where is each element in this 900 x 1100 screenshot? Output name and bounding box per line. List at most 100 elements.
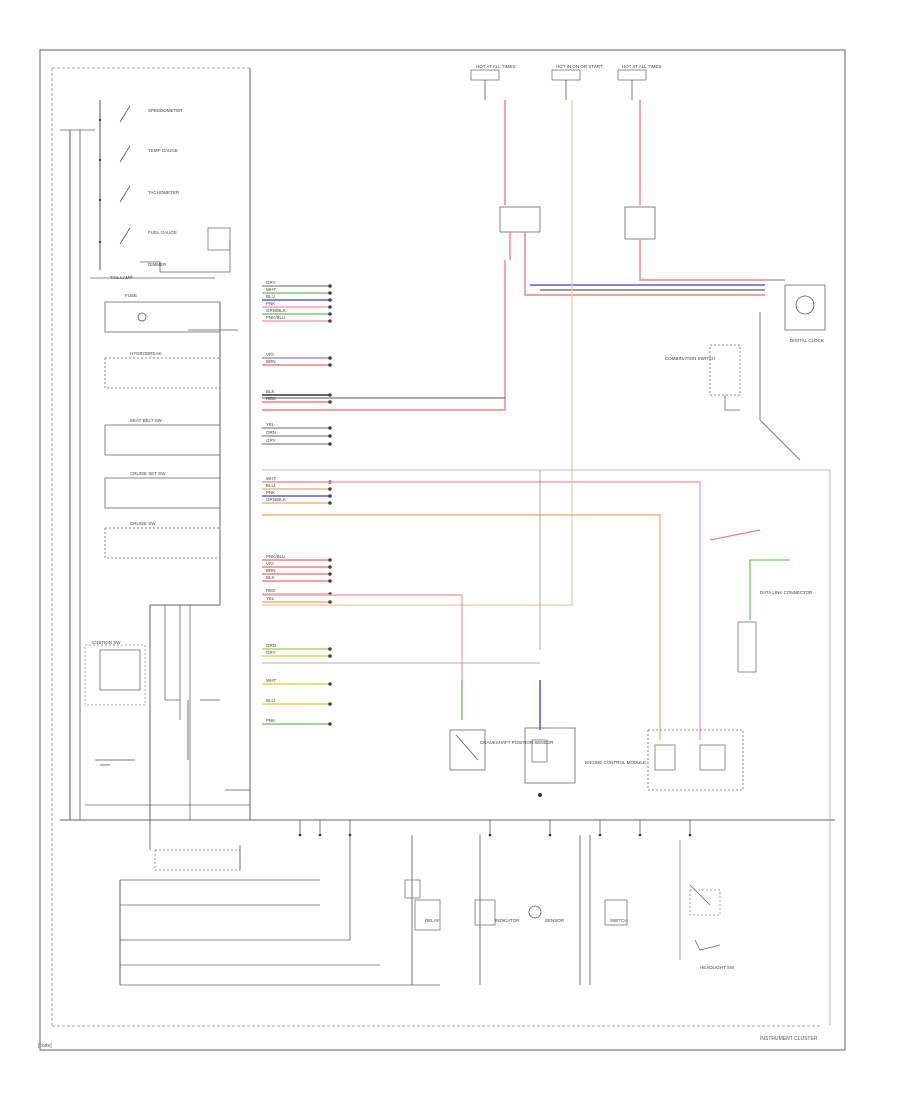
pink-to-sensor: [262, 594, 463, 720]
pin-dot: [328, 426, 332, 430]
bottom-indicator: [528, 905, 542, 919]
pin-dot: [328, 284, 332, 288]
riser-dot: [598, 833, 602, 837]
top-fuse-2: [617, 69, 647, 81]
ground-dot: [538, 793, 542, 797]
crank-sensor-box: [449, 729, 486, 771]
pin-color-label: BRN: [266, 359, 276, 364]
bottom-component-label: RELAY: [425, 918, 440, 923]
pin-dot: [328, 579, 332, 583]
cluster-outline: [249, 68, 835, 821]
top-fuse-0: [470, 69, 500, 81]
digital-clock-box: [784, 284, 826, 331]
fuel-gauge-box: [207, 227, 231, 251]
relay-box-1: [499, 206, 541, 233]
gauge-switch: [119, 145, 131, 163]
pin-color-label: BRN: [266, 568, 276, 573]
bottom-relay-box: [154, 849, 241, 871]
fuse-module-box: [647, 729, 744, 791]
right-component-label: COMBINATION SWITCH: [665, 356, 716, 361]
clock-symbol: [795, 295, 815, 315]
pin-dot: [328, 600, 332, 604]
top-fuse-label: HOT IN ON OR START: [556, 64, 603, 69]
pin-dot: [328, 312, 332, 316]
combo-switch-box: [709, 344, 741, 396]
red-to-clock-2: [639, 240, 765, 281]
pin-color-label: GRY: [266, 650, 276, 655]
pin-dot: [328, 682, 332, 686]
right-component-label: DIGITAL CLOCK: [790, 338, 824, 343]
dimmer-wire: [140, 240, 231, 273]
pin-dot: [328, 356, 332, 360]
combo-arm: [759, 419, 801, 461]
pin-dot: [328, 722, 332, 726]
pin-color-label: VIO: [266, 561, 274, 566]
pin-color-label: VIO: [266, 352, 274, 357]
bottom-sw-box: [689, 889, 721, 916]
pin-color-label: PNK: [266, 490, 276, 495]
pin-dot: [328, 565, 332, 569]
bottom-component-label: SENSOR: [545, 918, 565, 923]
pink-long-wire: [262, 481, 701, 740]
riser-dot: [548, 833, 552, 837]
ecm-inner: [531, 739, 548, 763]
pin-color-label: YEL: [266, 422, 275, 427]
left-harness: [149, 302, 221, 820]
riser-dot: [298, 833, 302, 837]
pin-dot: [328, 442, 332, 446]
pin-color-label: RED: [266, 588, 276, 593]
cruise-sw-box: [104, 527, 221, 559]
riser-dot: [318, 833, 322, 837]
headlight-sw-arm: [694, 939, 721, 951]
component-label: CRUISE SW: [130, 521, 156, 526]
right-component-label: ENGINE CONTROL MODULE: [585, 760, 646, 765]
bottom-component-2: [414, 899, 441, 931]
relay-box-2: [624, 206, 656, 240]
component-label: TAIL LAMP: [110, 275, 133, 280]
tan-long-wire: [262, 100, 573, 606]
pin-color-label: PNK/BLU: [266, 315, 286, 320]
pin-dot: [328, 298, 332, 302]
gauge-switch: [119, 105, 131, 123]
component-label: CRUISE SET SW: [130, 471, 166, 476]
fuse-symbol: [137, 312, 147, 322]
red-to-dlc: [709, 529, 761, 541]
pin-dot: [328, 647, 332, 651]
pin-dot: [328, 501, 332, 505]
component-label: HYDROBREAK: [130, 351, 162, 356]
pin-color-label: BLU: [266, 698, 275, 703]
riser-dot: [488, 833, 492, 837]
pin-dot: [328, 494, 332, 498]
footer-title: INSTRUMENT CLUSTER: [760, 1036, 818, 1042]
ignition-sw-box: [99, 649, 141, 691]
pin-color-label: WHT: [266, 678, 277, 683]
pin-dot: [328, 319, 332, 323]
top-fuse-label: HOT AT ALL TIMES: [476, 64, 516, 69]
cruise-set-sw-box: [104, 477, 221, 509]
footer-code: [code]: [38, 1043, 52, 1049]
component-label: SEAT BELT SW: [130, 418, 162, 423]
fuse-module-inner-1: [654, 744, 676, 771]
combo-out: [724, 395, 740, 411]
pin-color-label: BLU: [266, 294, 275, 299]
bottom-component-label: HEADLIGHT SW: [700, 965, 735, 970]
pin-dot: [328, 654, 332, 658]
engine-module-box: [737, 621, 757, 673]
right-component-label: CRANKSHAFT POSITION SENSOR: [480, 740, 554, 745]
pin-color-label: WHT: [266, 476, 277, 481]
top-fuse-1: [551, 69, 581, 81]
pin-color-label: GRY: [266, 438, 276, 443]
pin-color-label: BLK: [266, 575, 275, 580]
pin-color-label: ORN: [266, 643, 276, 648]
pin-dot: [328, 305, 332, 309]
right-component-label: DATA LINK CONNECTOR: [760, 590, 813, 595]
pin-color-label: YEL: [266, 596, 275, 601]
fuse-box: [104, 301, 221, 333]
red-return: [262, 260, 506, 411]
pin-color-label: WHT: [266, 287, 277, 292]
ecm-box: [524, 727, 576, 784]
component-label: IGNITION SW: [92, 640, 121, 645]
gauge-label: SPEEDOMETER: [148, 108, 183, 113]
pin-dot: [328, 400, 332, 404]
